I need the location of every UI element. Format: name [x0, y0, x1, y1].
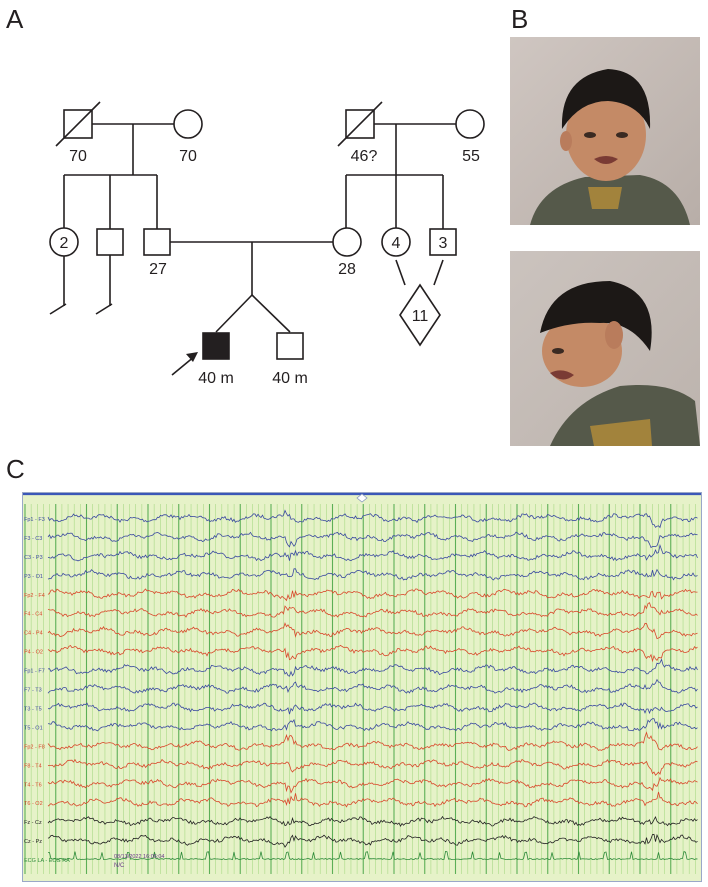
eeg-channel-label: Fp1 - F7 — [24, 669, 45, 675]
eeg-channel-label: Fz - Cz — [24, 820, 42, 826]
eeg-cursor-marker-icon — [356, 493, 368, 503]
eeg-channel-label: C4 - P4 — [24, 631, 43, 637]
father-age: 27 — [149, 261, 167, 278]
eeg-trace — [47, 702, 698, 715]
panel-label-b: B — [511, 4, 529, 34]
panel-label-c: C — [6, 454, 25, 484]
maternal-grandmother — [455, 109, 485, 139]
paternal-grandmother — [173, 109, 203, 139]
eeg-trace — [47, 509, 698, 529]
eeg-channel-label: T5 - O1 — [24, 725, 43, 731]
photo-patient-crying — [510, 37, 700, 225]
maternal-uncles-count: 3 — [439, 235, 448, 252]
eeg-event-tag: N/C — [114, 863, 125, 869]
maternal-aunts — [381, 227, 411, 257]
eeg-channel-label: F7 - T3 — [24, 688, 42, 694]
eeg-trace — [47, 731, 698, 751]
eeg-trace — [47, 543, 698, 562]
eeg-channel-label: F4 - C4 — [24, 612, 42, 618]
eeg-recording: Fp1 - F3 F3 - C3 C3 - P3 P3 - O1 Fp2 - F4 F4 … — [22, 492, 702, 882]
eeg-trace — [47, 758, 698, 776]
paternal-grandfather-age: 70 — [69, 148, 87, 165]
eeg-trace — [47, 776, 698, 794]
maternal-grandfather-age: 46? — [351, 148, 378, 165]
eeg-trace — [47, 568, 698, 581]
eeg-trace — [47, 658, 698, 677]
eeg-channel-label: T3 - T5 — [24, 706, 42, 712]
twin-brother — [276, 332, 304, 360]
eeg-channel-label: T4 - T6 — [24, 782, 42, 788]
pedigree-chart: 70 70 46? 55 2 27 28 4 3 11 40 m 40 m — [49, 101, 485, 387]
eeg-channel-label: F8 - T4 — [24, 763, 42, 769]
maternal-uncles — [429, 228, 457, 256]
eeg-channel-label: C3 - P3 — [24, 555, 43, 561]
eeg-channel-label: Fp1 - F3 — [24, 517, 45, 523]
mother-age: 28 — [338, 261, 356, 278]
eeg-channel-label: T6 - O2 — [24, 801, 43, 807]
eeg-trace-panel: Fp1 - F3 F3 - C3 C3 - P3 P3 - O1 Fp2 - F4 F4 … — [22, 492, 702, 882]
eeg-channel-label: P4 - O2 — [24, 650, 43, 656]
eeg-trace — [47, 815, 698, 827]
eeg-trace — [47, 644, 698, 663]
maternal-aunts-count: 4 — [392, 235, 401, 252]
proband-age: 40 m — [198, 370, 234, 387]
maternal-cousins — [399, 283, 441, 347]
panel-label-a: A — [6, 4, 24, 34]
eeg-trace — [47, 678, 698, 694]
mother — [332, 227, 362, 257]
eeg-trace — [47, 718, 698, 732]
maternal-grandmother-age: 55 — [462, 148, 480, 165]
eeg-channel-label: Fp2 - F8 — [24, 744, 45, 750]
eeg-trace — [47, 588, 698, 602]
father — [143, 228, 171, 256]
eeg-channel-label: P3 - O1 — [24, 574, 43, 580]
paternal-uncle — [96, 228, 124, 256]
eeg-frame — [22, 492, 702, 882]
eeg-channel-label: F3 - C3 — [24, 536, 42, 542]
proband — [202, 332, 230, 360]
eeg-timestamp: 08/13/2022 16:06:04 — [114, 854, 164, 860]
eeg-channel-label: Cz - Pz — [24, 839, 42, 845]
paternal-aunts-count: 2 — [60, 235, 69, 252]
eeg-trace — [48, 851, 698, 861]
eeg-channel-label: ECG LA - ECG RA — [24, 858, 70, 864]
twin-age: 40 m — [272, 370, 308, 387]
paternal-grandfather — [55, 101, 101, 147]
eeg-trace — [47, 833, 698, 848]
maternal-cousins-count: 11 — [412, 308, 429, 325]
eeg-trace — [47, 531, 698, 549]
proband-arrow-icon — [186, 352, 198, 362]
paternal-grandmother-age: 70 — [179, 148, 197, 165]
eeg-channel-label: Fp2 - F4 — [24, 593, 45, 599]
eeg-trace — [47, 622, 698, 640]
eeg-trace — [47, 602, 698, 618]
photo-patient-head-turned — [510, 251, 700, 446]
eeg-trace — [47, 791, 698, 808]
